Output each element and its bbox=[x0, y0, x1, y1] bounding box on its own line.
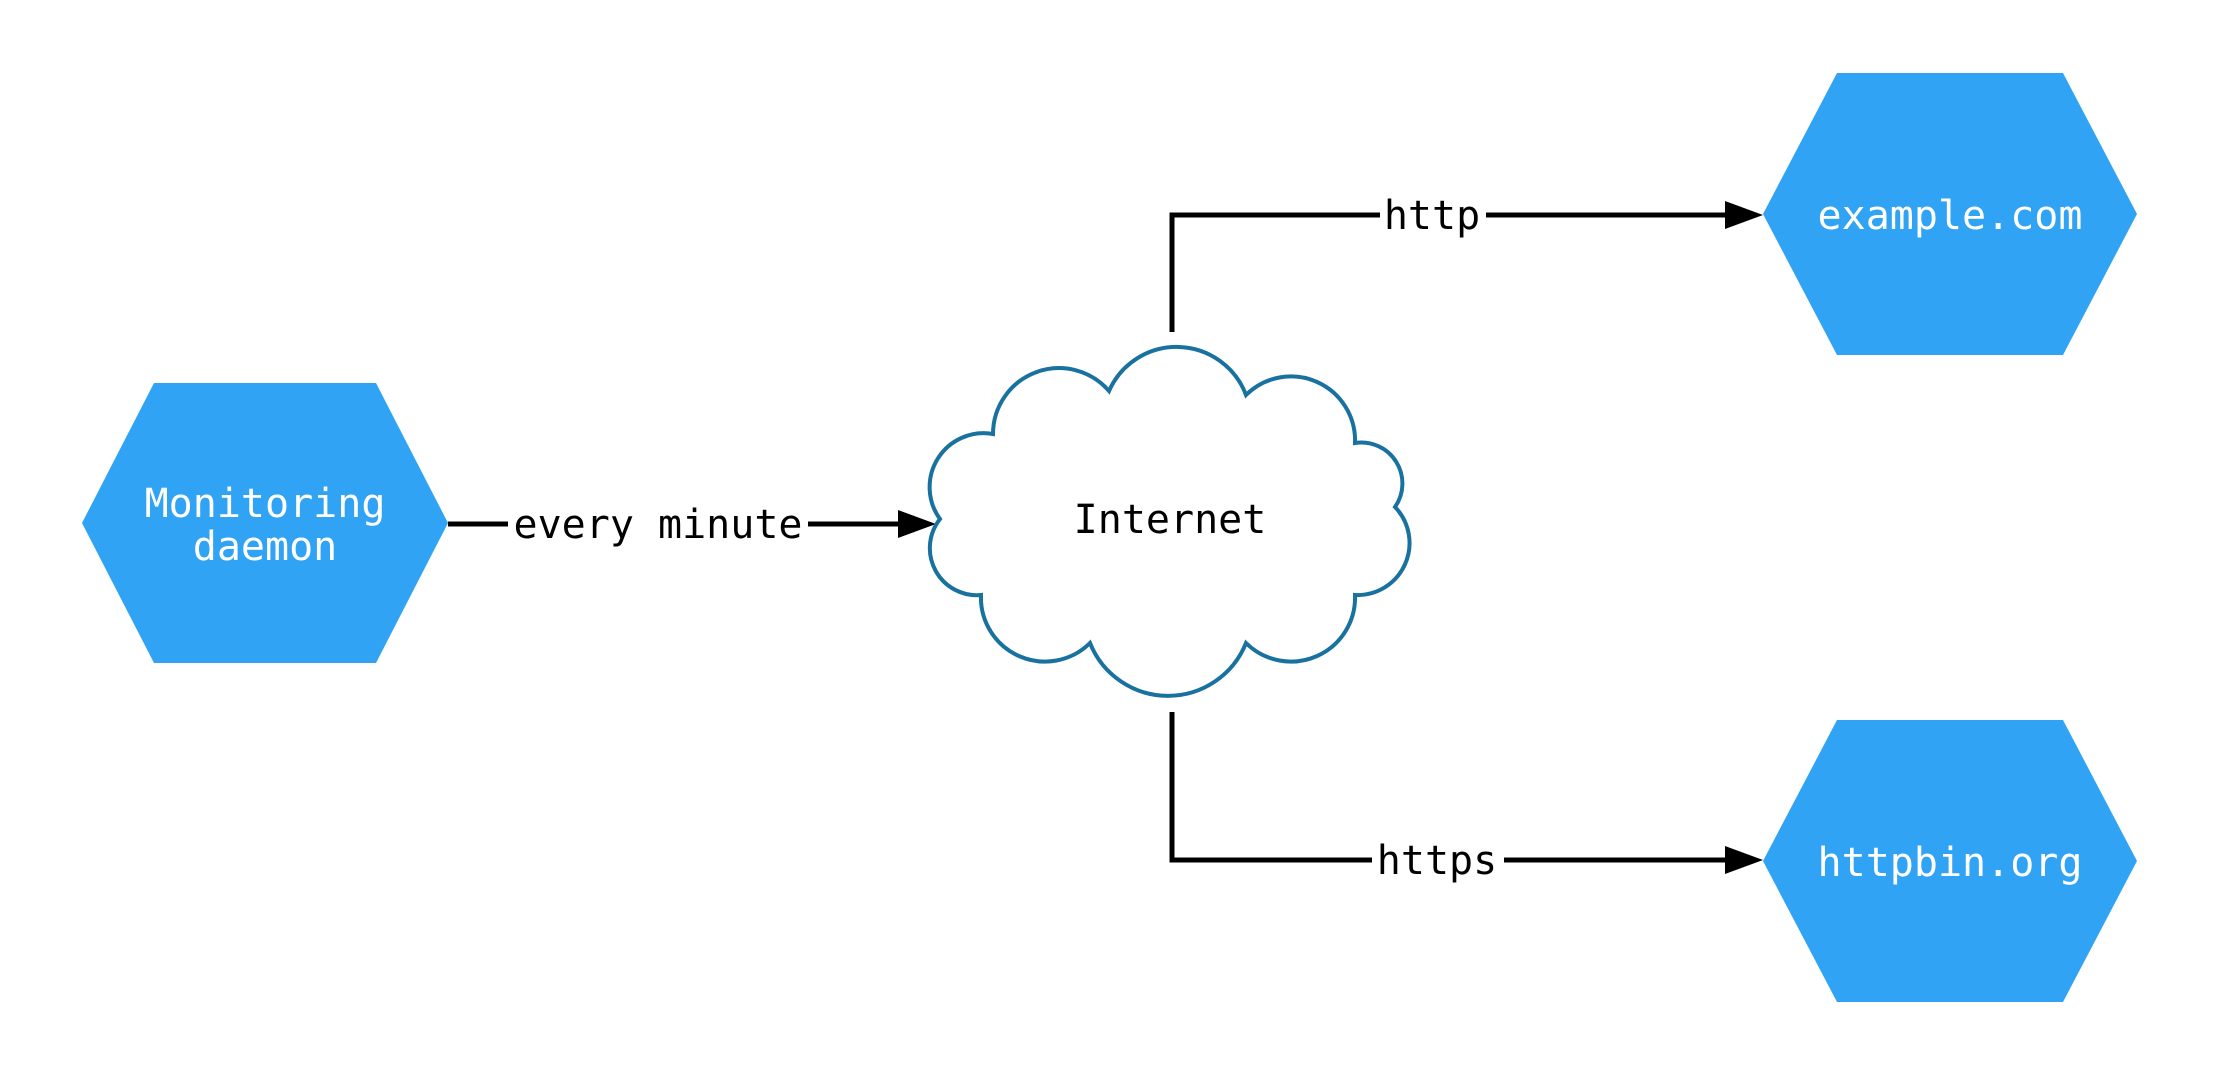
edge-label-backdrop bbox=[1372, 835, 1504, 885]
edge-label-every-minute: every minute bbox=[514, 502, 803, 548]
edge-label-backdrop bbox=[508, 497, 808, 549]
edge-internet-to-example: http bbox=[1169, 190, 1763, 332]
node-label-internet: Internet bbox=[1074, 497, 1267, 543]
node-monitoring-daemon: Monitoring daemon bbox=[82, 383, 448, 663]
arrowhead-icon bbox=[898, 510, 936, 538]
hexagon-shape bbox=[82, 383, 448, 663]
edge-label-http: http bbox=[1384, 193, 1480, 239]
hexagon-shape bbox=[1763, 720, 2137, 1002]
node-label-line2: daemon bbox=[193, 524, 338, 570]
arrowhead-icon bbox=[1725, 846, 1763, 874]
hexagon-shape bbox=[1763, 73, 2137, 355]
arrowhead-icon bbox=[1725, 201, 1763, 229]
edge-label-https: https bbox=[1377, 838, 1497, 884]
edge-internet-to-httpbin: https bbox=[1169, 712, 1763, 885]
cloud-shape bbox=[927, 344, 1412, 698]
edge-monitoring-to-internet: every minute bbox=[448, 497, 936, 549]
edge-label-backdrop bbox=[1380, 190, 1486, 240]
node-label-example-com: example.com bbox=[1818, 193, 2083, 239]
node-example-com: example.com bbox=[1763, 73, 2137, 355]
edge-line bbox=[1169, 212, 1729, 332]
edge-line bbox=[1169, 712, 1729, 863]
node-internet-cloud: Internet bbox=[927, 344, 1412, 698]
node-httpbin-org: httpbin.org bbox=[1763, 720, 2137, 1002]
node-label-httpbin-org: httpbin.org bbox=[1818, 840, 2083, 886]
node-label-line1: Monitoring bbox=[145, 481, 386, 527]
